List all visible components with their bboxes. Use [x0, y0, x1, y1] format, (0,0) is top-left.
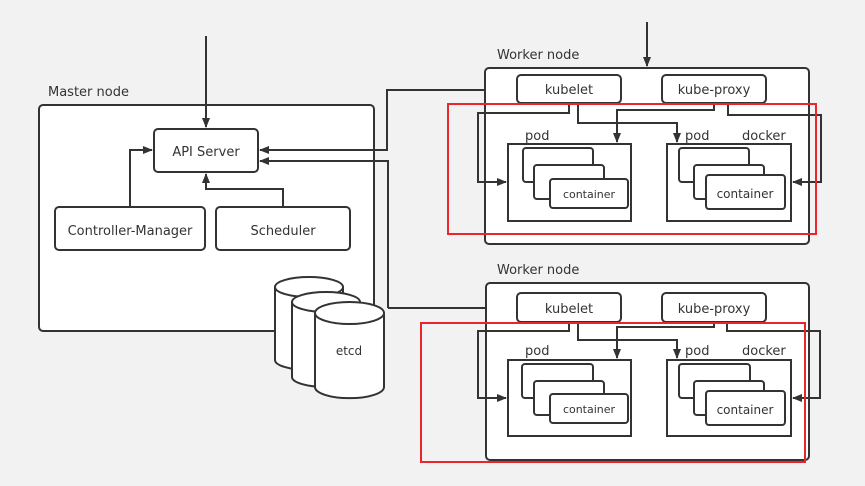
worker2-highlight-box [420, 322, 806, 463]
worker1-title: Worker node [497, 48, 579, 63]
worker2-title: Worker node [497, 263, 579, 278]
worker2-to-api-arrow [259, 157, 389, 308]
etcd-label: etcd [336, 344, 362, 358]
worker1-left-container-label: container [563, 188, 616, 201]
etcd-cylinders [274, 276, 385, 400]
scheduler-to-api-arrow [202, 173, 284, 207]
worker2-proxy-to-pod-left-arrow [613, 322, 715, 359]
worker1-left-container[interactable] [549, 178, 629, 209]
worker2-proxy-to-pod-right-arrow [726, 322, 821, 402]
worker2-kubelet-to-pod-left-arrow [477, 322, 570, 402]
worker2-right-container[interactable] [705, 390, 786, 426]
worker1-kubelet-to-pod-left-arrow [477, 103, 570, 186]
worker1-docker-label: docker [742, 129, 786, 144]
worker2-left-container-label: container [563, 403, 616, 416]
worker1-kubelet-to-pod-right-arrow [577, 103, 681, 143]
controller-manager-label: Controller-Manager [68, 224, 193, 239]
worker2-pod-right-label: pod [685, 344, 709, 359]
worker1-proxy-to-pod-right-arrow [727, 103, 822, 186]
api-server-label: API Server [172, 145, 240, 160]
worker1-right-container-label: container [717, 187, 774, 201]
worker1-proxy-to-pod-left-arrow [613, 103, 715, 143]
worker2-pod-left-label: pod [525, 344, 549, 359]
worker1-highlight-box [447, 103, 817, 235]
worker2-right-container-label: container [717, 403, 774, 417]
worker1-pod-left-label: pod [525, 129, 549, 144]
master-node-title: Master node [48, 85, 129, 100]
worker2-left-container[interactable] [549, 393, 629, 424]
worker2-kubelet-label: kubelet [545, 302, 593, 317]
scheduler-label: Scheduler [250, 224, 316, 239]
worker1-right-container[interactable] [705, 174, 786, 210]
controller-to-api-arrow [129, 146, 153, 207]
worker1-pod-right-label: pod [685, 129, 709, 144]
worker2-kubelet-to-pod-right-arrow [577, 322, 681, 359]
worker2-kube-proxy-label: kube-proxy [678, 302, 751, 317]
worker1-kubelet-label: kubelet [545, 83, 593, 98]
worker1-to-api-arrow [259, 89, 516, 154]
worker1-kube-proxy-label: kube-proxy [678, 83, 751, 98]
api-server-box[interactable] [153, 128, 259, 173]
worker2-docker-label: docker [742, 344, 786, 359]
